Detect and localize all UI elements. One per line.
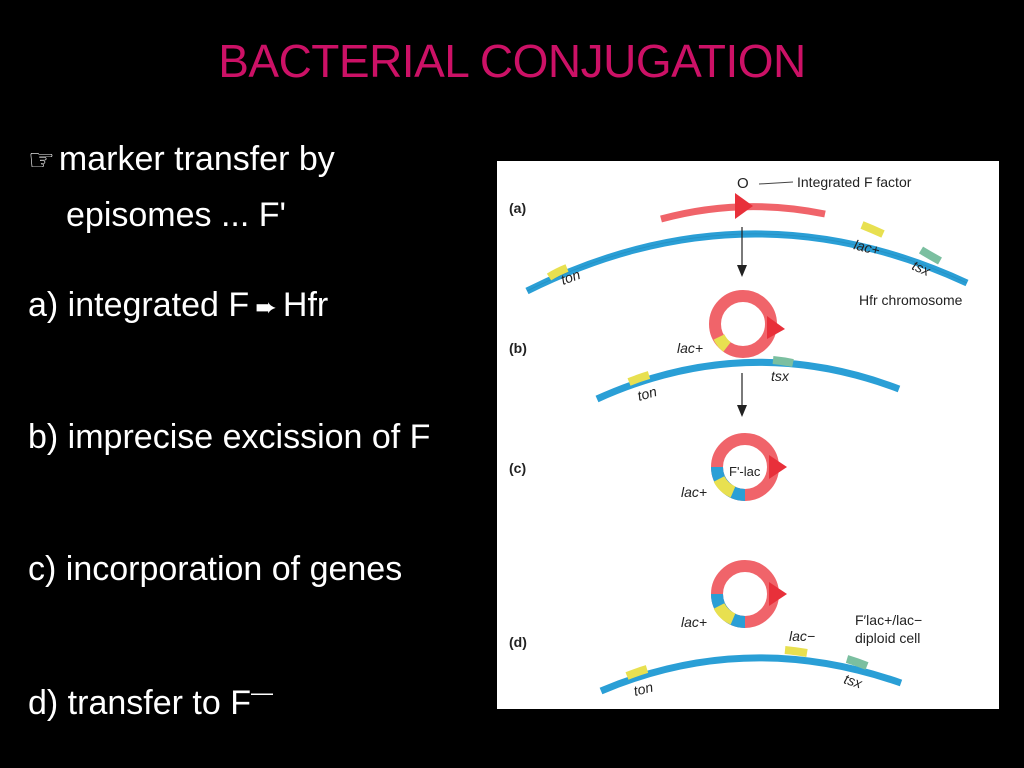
lac-loop-marker-b [713,334,731,352]
slide-title: BACTERIAL CONJUGATION [218,35,806,87]
tsx-marker-d [845,655,869,670]
conjugation-figure: (a) O Integrated F factor lac+ tsx ton H… [497,161,999,709]
diploid-line-1: F′lac+/lac− [855,612,922,628]
step-d-superscript: — [250,680,273,705]
lac-label-b: lac+ [677,340,703,356]
step-c: c) incorporation of genes [28,550,403,588]
f-arrow-b [767,316,785,339]
tsx-label-d: tsx [842,671,865,692]
step-a-suffix: Hfr [282,286,329,324]
hfr-label: Hfr chromosome [859,292,963,308]
ton-marker-b [627,371,651,386]
right-arrow-icon: ➨ [255,292,277,322]
integrated-f-label: Integrated F factor [797,174,912,190]
lac-minus-label: lac− [789,628,815,644]
bullet-point: ☞marker transfer by episomes ... F' [28,132,488,242]
arrow-b-to-c-head [737,405,747,417]
panel-d-label: (d) [509,634,527,650]
diploid-line-2: diploid cell [855,630,920,646]
ton-marker [546,264,569,281]
integrated-f-leader [758,181,794,185]
lac-plus-label-d: lac+ [681,614,707,630]
tsx-marker-b [772,356,794,367]
panel-a-label: (a) [509,200,526,216]
arrow-a-to-b-head [737,265,747,277]
f-arrow-d [769,582,787,606]
ton-label-d: ton [632,679,655,699]
lac-label-c: lac+ [681,484,707,500]
step-d-text: d) transfer to F [28,684,251,722]
tsx-label-b: tsx [771,368,790,384]
f-arrow-c [769,455,787,479]
pointing-hand-icon: ☞ [28,144,55,177]
panel-c-label: (c) [509,460,526,476]
step-b: b) imprecise excission of F [28,418,431,456]
tsx-marker [918,246,942,265]
step-a: a) integrated F➨Hfr [28,286,328,325]
f-prime-lac-label: F'-lac [729,464,761,479]
ton-label-b: ton [635,383,658,404]
bullet-line-2: episomes ... F' [66,196,287,234]
lac-minus-marker [784,646,808,657]
hfr-chromosome [525,230,969,295]
origin-arrow [735,193,753,219]
lac-marker-c [713,475,736,498]
lac-label-a: lac+ [852,236,881,258]
bullet-line-1: marker transfer by [58,140,335,178]
lac-marker-d [713,602,736,625]
step-a-prefix: a) integrated F [28,286,250,324]
tsx-label-a: tsx [910,257,934,279]
recipient-chromosome [599,654,903,695]
panel-b-label: (b) [509,340,527,356]
hfr-chromosome-edge [526,233,968,292]
ton-label-a: ton [559,266,583,288]
lac-marker [860,221,885,238]
step-d: d) transfer to F— [28,680,273,723]
conjugation-diagram: (a) O Integrated F factor lac+ tsx ton H… [509,174,969,699]
origin-label: O [737,175,749,192]
ton-marker-d [625,665,649,680]
